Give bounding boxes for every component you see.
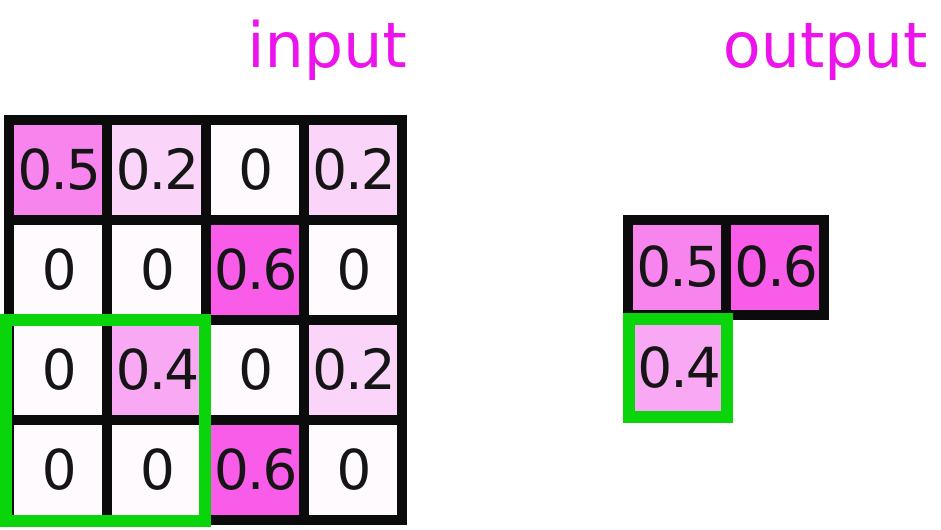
output-highlighted-cell: 0.4 [623,313,733,423]
output-cell-r1c2: 0.6 [731,225,819,310]
output-cell-r1c1: 0.5 [633,225,721,310]
input-cell-r2c1: 0 [14,225,103,315]
input-cell-r4c1: 0 [14,425,103,515]
input-cell-r4c3: 0.6 [210,425,299,515]
output-title: output [722,9,928,82]
input-cell-r1c4: 0.2 [308,125,397,215]
input-cell-r3c3: 0 [210,325,299,415]
input-cell-r3c2: 0.4 [112,325,201,415]
input-cell-r2c2: 0 [112,225,201,315]
input-cell-r4c4: 0 [308,425,397,515]
input-cell-r4c2: 0 [112,425,201,515]
input-title: input [247,9,407,82]
input-cell-r3c1: 0 [14,325,103,415]
input-cell-r1c1: 0.5 [14,125,103,215]
input-cell-r2c3: 0.6 [210,225,299,315]
input-cell-r1c2: 0.2 [112,125,201,215]
input-cell-r1c3: 0 [210,125,299,215]
input-cell-r3c4: 0.2 [308,325,397,415]
input-cell-r2c4: 0 [308,225,397,315]
